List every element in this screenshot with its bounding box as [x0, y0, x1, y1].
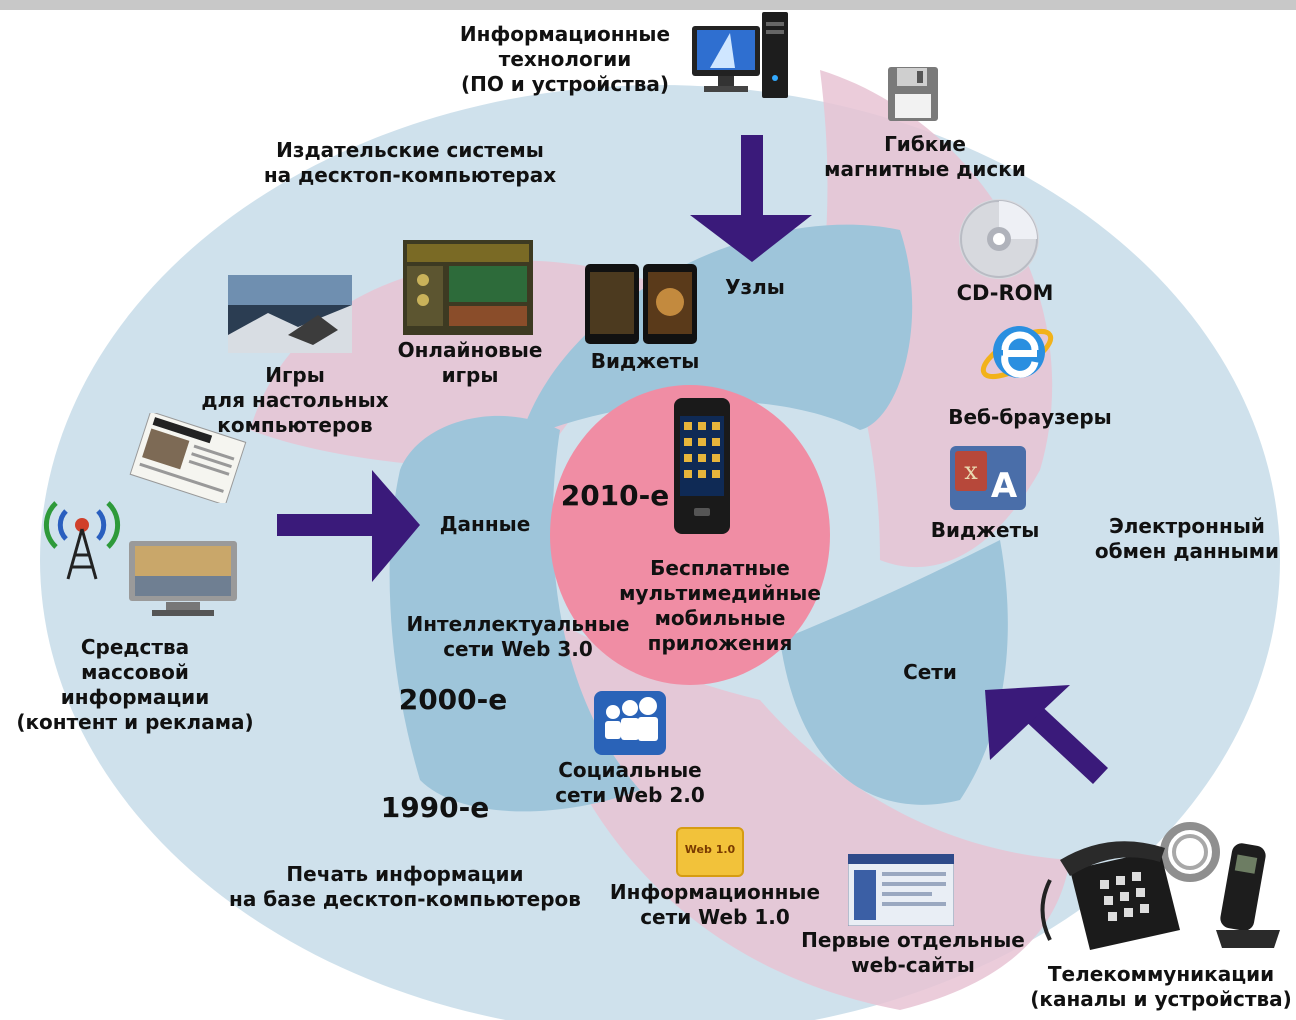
- website-screenshot-icon: [848, 854, 954, 926]
- edi-label: Электронный обмен данными: [1082, 514, 1292, 564]
- center-line-1: Бесплатные: [650, 556, 790, 580]
- center-label: Бесплатные мультимедийные мобильные прил…: [615, 556, 825, 656]
- svg-text:x: x: [964, 457, 978, 485]
- blue-petal-top: [520, 224, 913, 440]
- networks-label: Сети: [903, 660, 957, 684]
- desktop-games-line-3: компьютеров: [217, 413, 373, 437]
- nodes-label: Узлы: [725, 275, 785, 299]
- desktop-publishing-line-2: на десктоп-компьютерах: [263, 163, 557, 187]
- telecom-line-1: Телекоммуникации: [1047, 962, 1275, 986]
- web10-badge-text: Web 1.0: [684, 843, 736, 856]
- top-border: [0, 0, 1296, 10]
- desktop-games-label: Игры для настольных компьютеров: [195, 363, 395, 438]
- game-screenshot-icon: [228, 275, 352, 353]
- blue-petal-left: [389, 415, 640, 812]
- online-games-label: Онлайновые игры: [385, 338, 555, 388]
- media-line-3: информации: [60, 685, 210, 709]
- arrow-down-it: [690, 135, 812, 262]
- smartphone-widgets-icon: [585, 264, 697, 344]
- newspaper-icon: [129, 413, 247, 503]
- ie-browser-icon: [980, 326, 1054, 380]
- it-source-label: Информационные технологии (ПО и устройст…: [440, 22, 690, 97]
- media-line-1: Средства: [80, 635, 190, 659]
- center-line-4: приложения: [647, 631, 793, 655]
- svg-text:A: A: [991, 466, 1018, 506]
- it-line-1: Информационные: [459, 22, 671, 46]
- cordless-phone-icon: [1216, 843, 1280, 948]
- online-games-line-2: игры: [441, 363, 499, 387]
- mobile-phone-icon: [674, 398, 730, 534]
- floppy-line-1: Гибкие: [884, 132, 966, 156]
- web30-line-2: сети Web 3.0: [443, 637, 593, 661]
- cd-rom-icon: [959, 199, 1039, 279]
- data-label: Данные: [439, 512, 531, 536]
- it-line-3: (ПО и устройства): [460, 72, 670, 96]
- telecom-source-label: Телекоммуникации (каналы и устройства): [1030, 962, 1292, 1012]
- edi-line-2: обмен данными: [1094, 539, 1280, 563]
- center-line-2: мультимедийные: [619, 581, 821, 605]
- desktop-games-line-1: Игры: [265, 363, 325, 387]
- first-sites-line-1: Первые отдельные: [801, 928, 1025, 952]
- media-line-2: массовой: [81, 660, 189, 684]
- decade-2000-label: 2000-е: [398, 683, 508, 716]
- edi-line-1: Электронный: [1109, 514, 1265, 538]
- first-sites-label: Первые отдельные web-сайты: [798, 928, 1028, 978]
- web10-label: Информационные сети Web 1.0: [600, 880, 830, 930]
- desktop-games-line-2: для настольных: [201, 388, 389, 412]
- widgets-top-label: Виджеты: [590, 349, 700, 373]
- desktop-computer-icon: [692, 12, 788, 98]
- telephone-icon: [1040, 822, 1220, 950]
- desktop-publishing-label: Издательские системы на десктоп-компьюте…: [250, 138, 570, 188]
- web10-line-2: сети Web 1.0: [640, 905, 790, 929]
- web30-label: Интеллектуальные сети Web 3.0: [398, 612, 638, 662]
- center-circle: [550, 385, 830, 685]
- print-line-2: на базе десктоп-компьютеров: [229, 887, 581, 911]
- widget-app-icon: x A: [950, 446, 1026, 510]
- decade-2010-label: 2010-е: [560, 479, 670, 512]
- tv-monitor-icon: [129, 541, 237, 616]
- pink-petal-right: [820, 70, 1053, 568]
- floppy-disk-icon: [888, 67, 938, 121]
- floppy-line-2: магнитные диски: [824, 157, 1026, 181]
- media-line-4: (контент и реклама): [16, 710, 254, 734]
- web10-badge-icon: Web 1.0: [676, 827, 744, 877]
- center-line-3: мобильные: [654, 606, 786, 630]
- arrow-right-media: [277, 470, 420, 582]
- arrow-upleft-telecom: [985, 685, 1108, 784]
- web20-line-2: сети Web 2.0: [555, 783, 705, 807]
- web10-line-1: Информационные: [609, 880, 821, 904]
- media-source-label: Средства массовой информации (контент и …: [10, 635, 260, 735]
- web20-label: Социальные сети Web 2.0: [540, 758, 720, 808]
- blue-petal-right: [780, 540, 1008, 805]
- it-line-2: технологии: [498, 47, 632, 71]
- floppy-label: Гибкие магнитные диски: [820, 132, 1030, 182]
- online-games-line-1: Онлайновые: [397, 338, 543, 362]
- online-game-icon: [403, 240, 533, 335]
- web30-line-1: Интеллектуальные: [406, 612, 630, 636]
- browsers-label: Веб-браузеры: [948, 405, 1112, 429]
- radio-tower-icon: [43, 501, 121, 580]
- print-line-1: Печать информации: [286, 862, 524, 886]
- desktop-publishing-line-1: Издательские системы: [276, 138, 544, 162]
- widgets-right-label: Виджеты: [930, 518, 1040, 542]
- print-label: Печать информации на базе десктоп-компью…: [210, 862, 600, 912]
- cdrom-label: CD-ROM: [956, 281, 1054, 305]
- decade-1990-label: 1990-е: [380, 791, 490, 824]
- web20-line-1: Социальные: [558, 758, 702, 782]
- myspace-icon: [594, 691, 666, 755]
- telecom-line-2: (каналы и устройства): [1030, 987, 1292, 1011]
- first-sites-line-2: web-сайты: [851, 953, 975, 977]
